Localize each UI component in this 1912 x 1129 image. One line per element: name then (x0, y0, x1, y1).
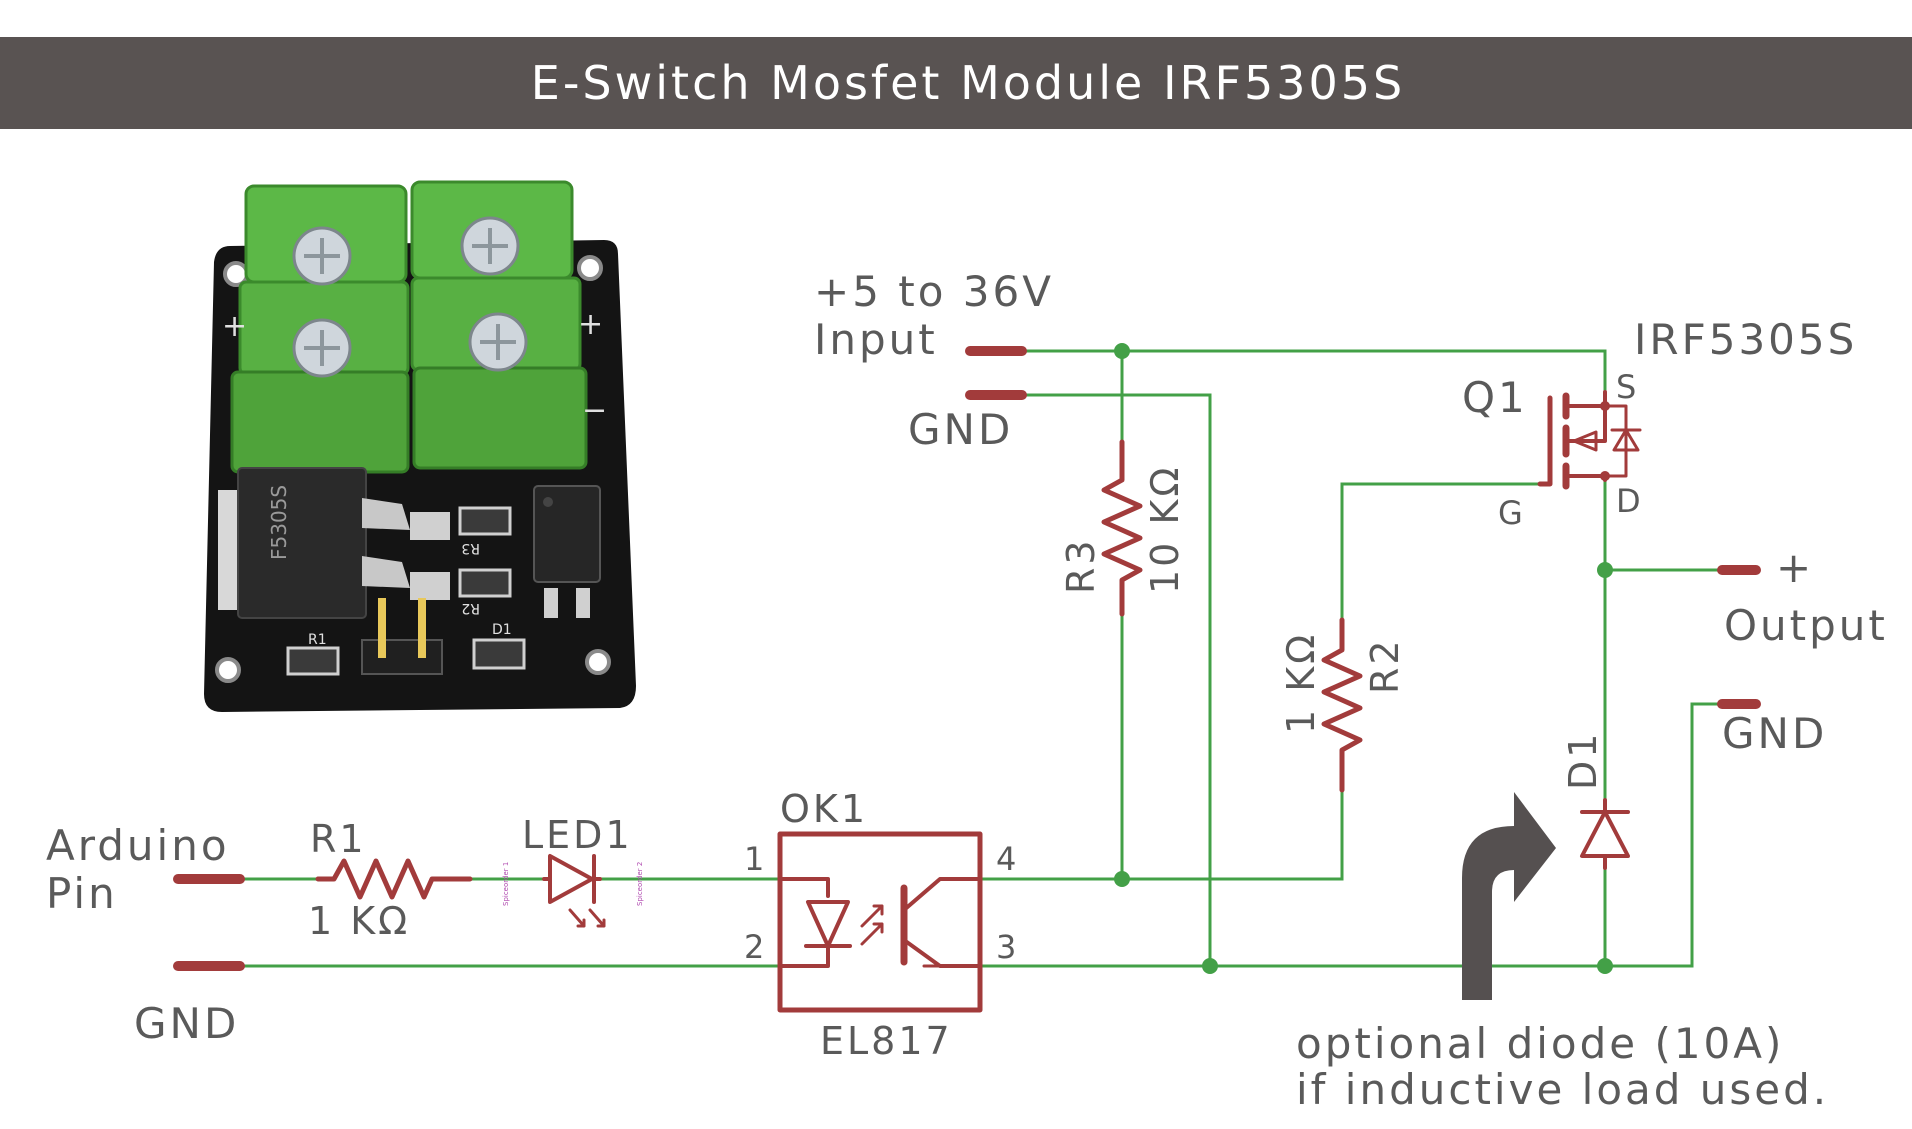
q1-name: Q1 (1462, 373, 1528, 422)
q1-part: IRF5305S (1634, 315, 1857, 364)
note-line1: optional diode (10A) (1296, 1019, 1784, 1068)
junction-dot (1600, 401, 1610, 411)
silk-d1: D1 (492, 622, 512, 638)
optocoupler-photo (533, 485, 601, 618)
gnd-input-label: GND (908, 405, 1013, 454)
header-pins (361, 598, 443, 675)
silk-r2: R2 (461, 600, 480, 616)
ok1-pin-2: 2 (744, 928, 767, 966)
ok1-pin-1: 1 (744, 840, 767, 878)
title-banner (0, 37, 1912, 129)
terminal-block-right (410, 180, 588, 470)
output-word-label: Output (1724, 601, 1888, 650)
svg-text:Spiceorder 1: Spiceorder 1 (502, 862, 510, 906)
wires (240, 349, 1722, 968)
output-plus-label: + (1776, 543, 1814, 592)
silk-r1: R1 (308, 632, 327, 648)
d1-name: D1 (1561, 731, 1605, 790)
r2-name: R2 (1363, 637, 1407, 694)
junction-dot (1202, 958, 1218, 974)
curved-arrow-icon (1462, 792, 1556, 1000)
ok1-pin-3: 3 (996, 928, 1019, 966)
q1-pin-s: S (1616, 368, 1639, 406)
gnd-arduino-label: GND (134, 999, 239, 1048)
page-title: E-Switch Mosfet Module IRF5305S (531, 56, 1405, 110)
led1-icon: Spiceorder 1 Spiceorder 2 (502, 854, 644, 928)
board-plus-right: + (578, 307, 603, 342)
board-plus-left: + (222, 309, 247, 344)
mosfet-chip-photo: F5305S (218, 467, 410, 619)
led1-name: LED1 (522, 813, 633, 857)
junction-dot (1597, 562, 1613, 578)
r3-value: 10 KΩ (1143, 465, 1187, 594)
ok1-part: EL817 (820, 1019, 953, 1063)
input-word-label: Input (814, 315, 938, 364)
r1-value: 1 KΩ (308, 899, 410, 943)
svg-text:Spiceorder 2: Spiceorder 2 (636, 862, 644, 906)
input-voltage-label: +5 to 36V (814, 267, 1054, 316)
junction-dot (1114, 871, 1130, 887)
mounting-hole-bl (215, 657, 241, 683)
smd-led-d1 (472, 638, 526, 670)
ok1-pin-4: 4 (996, 840, 1019, 878)
ok1-name: OK1 (780, 787, 868, 831)
chip-marking: F5305S (267, 485, 291, 560)
diode-d1-icon (1580, 798, 1630, 870)
note-line2: if inductive load used. (1296, 1065, 1829, 1114)
mosfet-q1-icon (1537, 390, 1642, 490)
board-photo: + + − F5305S R3 R2 (204, 180, 636, 712)
resistor-r1-icon (315, 858, 473, 900)
q1-pin-d: D (1616, 482, 1644, 520)
junction-dot (1114, 343, 1130, 359)
smd-resistor-r3 (458, 506, 512, 536)
smd-pad (410, 512, 450, 540)
arduino-label-line1: Arduino (46, 821, 230, 870)
resistor-r2-icon (1321, 617, 1363, 793)
smd-resistor-r2 (458, 568, 512, 598)
gnd-output-label: GND (1722, 709, 1827, 758)
terminal-block-left (230, 184, 410, 474)
board-minus-right: − (582, 393, 607, 428)
mounting-hole-br (585, 649, 611, 675)
junction-dot (1597, 958, 1613, 974)
r1-name: R1 (310, 817, 367, 861)
r2-value: 1 KΩ (1279, 632, 1323, 734)
resistor-r3-icon (1101, 439, 1143, 617)
r3-name: R3 (1059, 537, 1103, 594)
arduino-label-line2: Pin (46, 869, 118, 918)
smd-pad (410, 572, 450, 600)
silk-r3: R3 (461, 540, 480, 556)
mounting-hole-tr (577, 255, 603, 281)
optocoupler-ok1-icon (777, 831, 983, 1013)
q1-pin-g: G (1498, 494, 1526, 532)
junction-dot (1600, 471, 1610, 481)
smd-resistor-r1 (286, 646, 340, 676)
